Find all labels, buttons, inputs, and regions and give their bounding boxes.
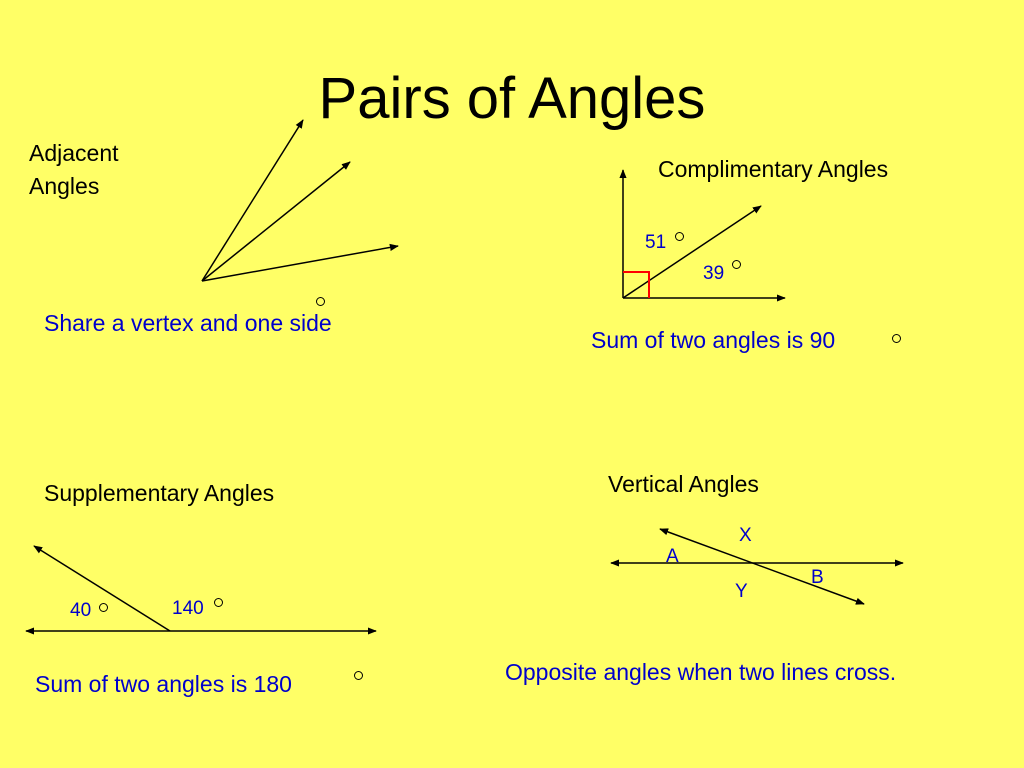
degree-symbol-icon [675,232,684,241]
vertical-label-y: Y [735,581,748,602]
degree-symbol-icon [732,260,741,269]
adjacent-heading-line1: Adjacent [29,140,119,166]
supplementary-description: Sum of two angles is 180 [35,671,292,697]
vertical-heading: Vertical Angles [608,471,759,497]
page-title: Pairs of Angles [318,66,706,131]
supplementary-angles-diagram [25,545,377,635]
degree-symbol-icon [214,598,223,607]
degree-symbol-icon [99,603,108,612]
right-angle-marker-icon [623,271,650,298]
supplementary-angle-a-label: 40 [70,600,92,621]
adjacent-ray-middle [201,161,351,282]
complementary-angle-b-label: 39 [703,263,725,284]
supplementary-angle-b-label: 140 [172,598,204,619]
supplementary-heading: Supplementary Angles [44,480,275,506]
vertical-label-b: B [811,567,824,588]
complementary-description: Sum of two angles is 90 [591,327,836,353]
adjacent-ray-top [201,119,304,282]
degree-symbol-icon [354,671,363,680]
adjacent-description: Share a vertex and one side [44,310,332,336]
supplementary-ray [33,545,171,632]
complementary-angle-a-label: 51 [645,232,667,253]
complementary-heading: Complimentary Angles [658,156,889,182]
degree-symbol-icon [316,297,325,306]
vertical-angles-diagram [610,528,904,605]
vertical-diagonal-line [659,528,865,605]
vertical-label-x: X [739,525,752,546]
complementary-angles-diagram [619,169,786,302]
vertical-label-a: A [666,546,679,567]
complementary-split-ray [622,205,762,299]
degree-symbol-icon [892,334,901,343]
vertical-description: Opposite angles when two lines cross. [505,659,897,685]
adjacent-heading-line2: Angles [29,173,100,199]
adjacent-ray-bottom [201,243,399,282]
adjacent-angles-diagram [201,119,399,282]
